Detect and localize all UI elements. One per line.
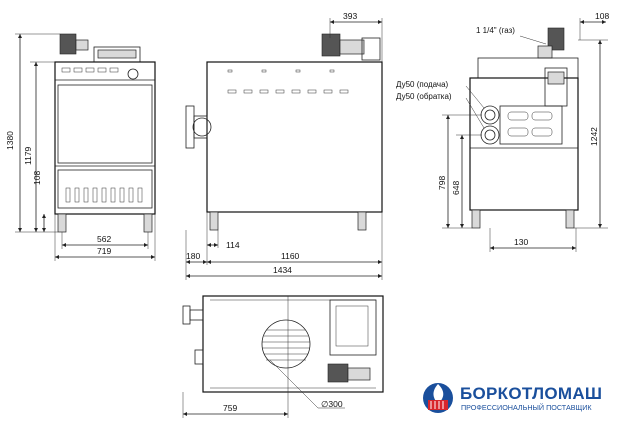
dim-front-width-inner: 562: [97, 234, 111, 244]
dim-right-width-top: 108: [595, 11, 609, 21]
label-return: Ду50 (обратка): [396, 92, 452, 101]
dim-front-width-outer: 719: [97, 246, 111, 256]
brand-name: БОРКОТЛОМАШ: [460, 384, 602, 403]
label-supply: Ду50 (подача): [396, 80, 449, 89]
dim-side-1160: 1160: [281, 251, 300, 261]
plan-view: 759 ∅300: [182, 295, 384, 418]
dim-top-right-offset: 393: [343, 11, 357, 21]
front-view: 1380 1179 108 562 719: [5, 33, 156, 261]
dim-side-114: 114: [226, 240, 240, 250]
dim-right-height-total: 1242: [589, 127, 599, 146]
dim-side-1434: 1434: [273, 265, 292, 275]
dim-front-height-base: 108: [32, 171, 42, 185]
brand-tagline: ПРОФЕССИОНАЛЬНЫЙ ПОСТАВЩИК: [461, 403, 592, 412]
dim-side-180: 180: [186, 251, 200, 261]
brand-block: БОРКОТЛОМАШ ПРОФЕССИОНАЛЬНЫЙ ПОСТАВЩИК: [423, 383, 602, 413]
boiler-flame-logo-icon: [423, 383, 453, 413]
right-view: 1 1/4" (газ) Ду50 (подача) Ду50 (обратка…: [396, 11, 609, 252]
dim-right-height-648: 648: [451, 181, 461, 195]
side-view: 393 114 180 1160 1434: [185, 11, 383, 280]
label-gas: 1 1/4" (газ): [476, 26, 515, 35]
dim-plan-diameter: ∅300: [321, 399, 343, 409]
dim-front-height-body: 1179: [23, 146, 33, 165]
dim-right-height-798: 798: [437, 176, 447, 190]
dim-front-height-total: 1380: [5, 131, 15, 150]
dim-right-width-130: 130: [514, 237, 528, 247]
dim-plan-759: 759: [223, 403, 237, 413]
